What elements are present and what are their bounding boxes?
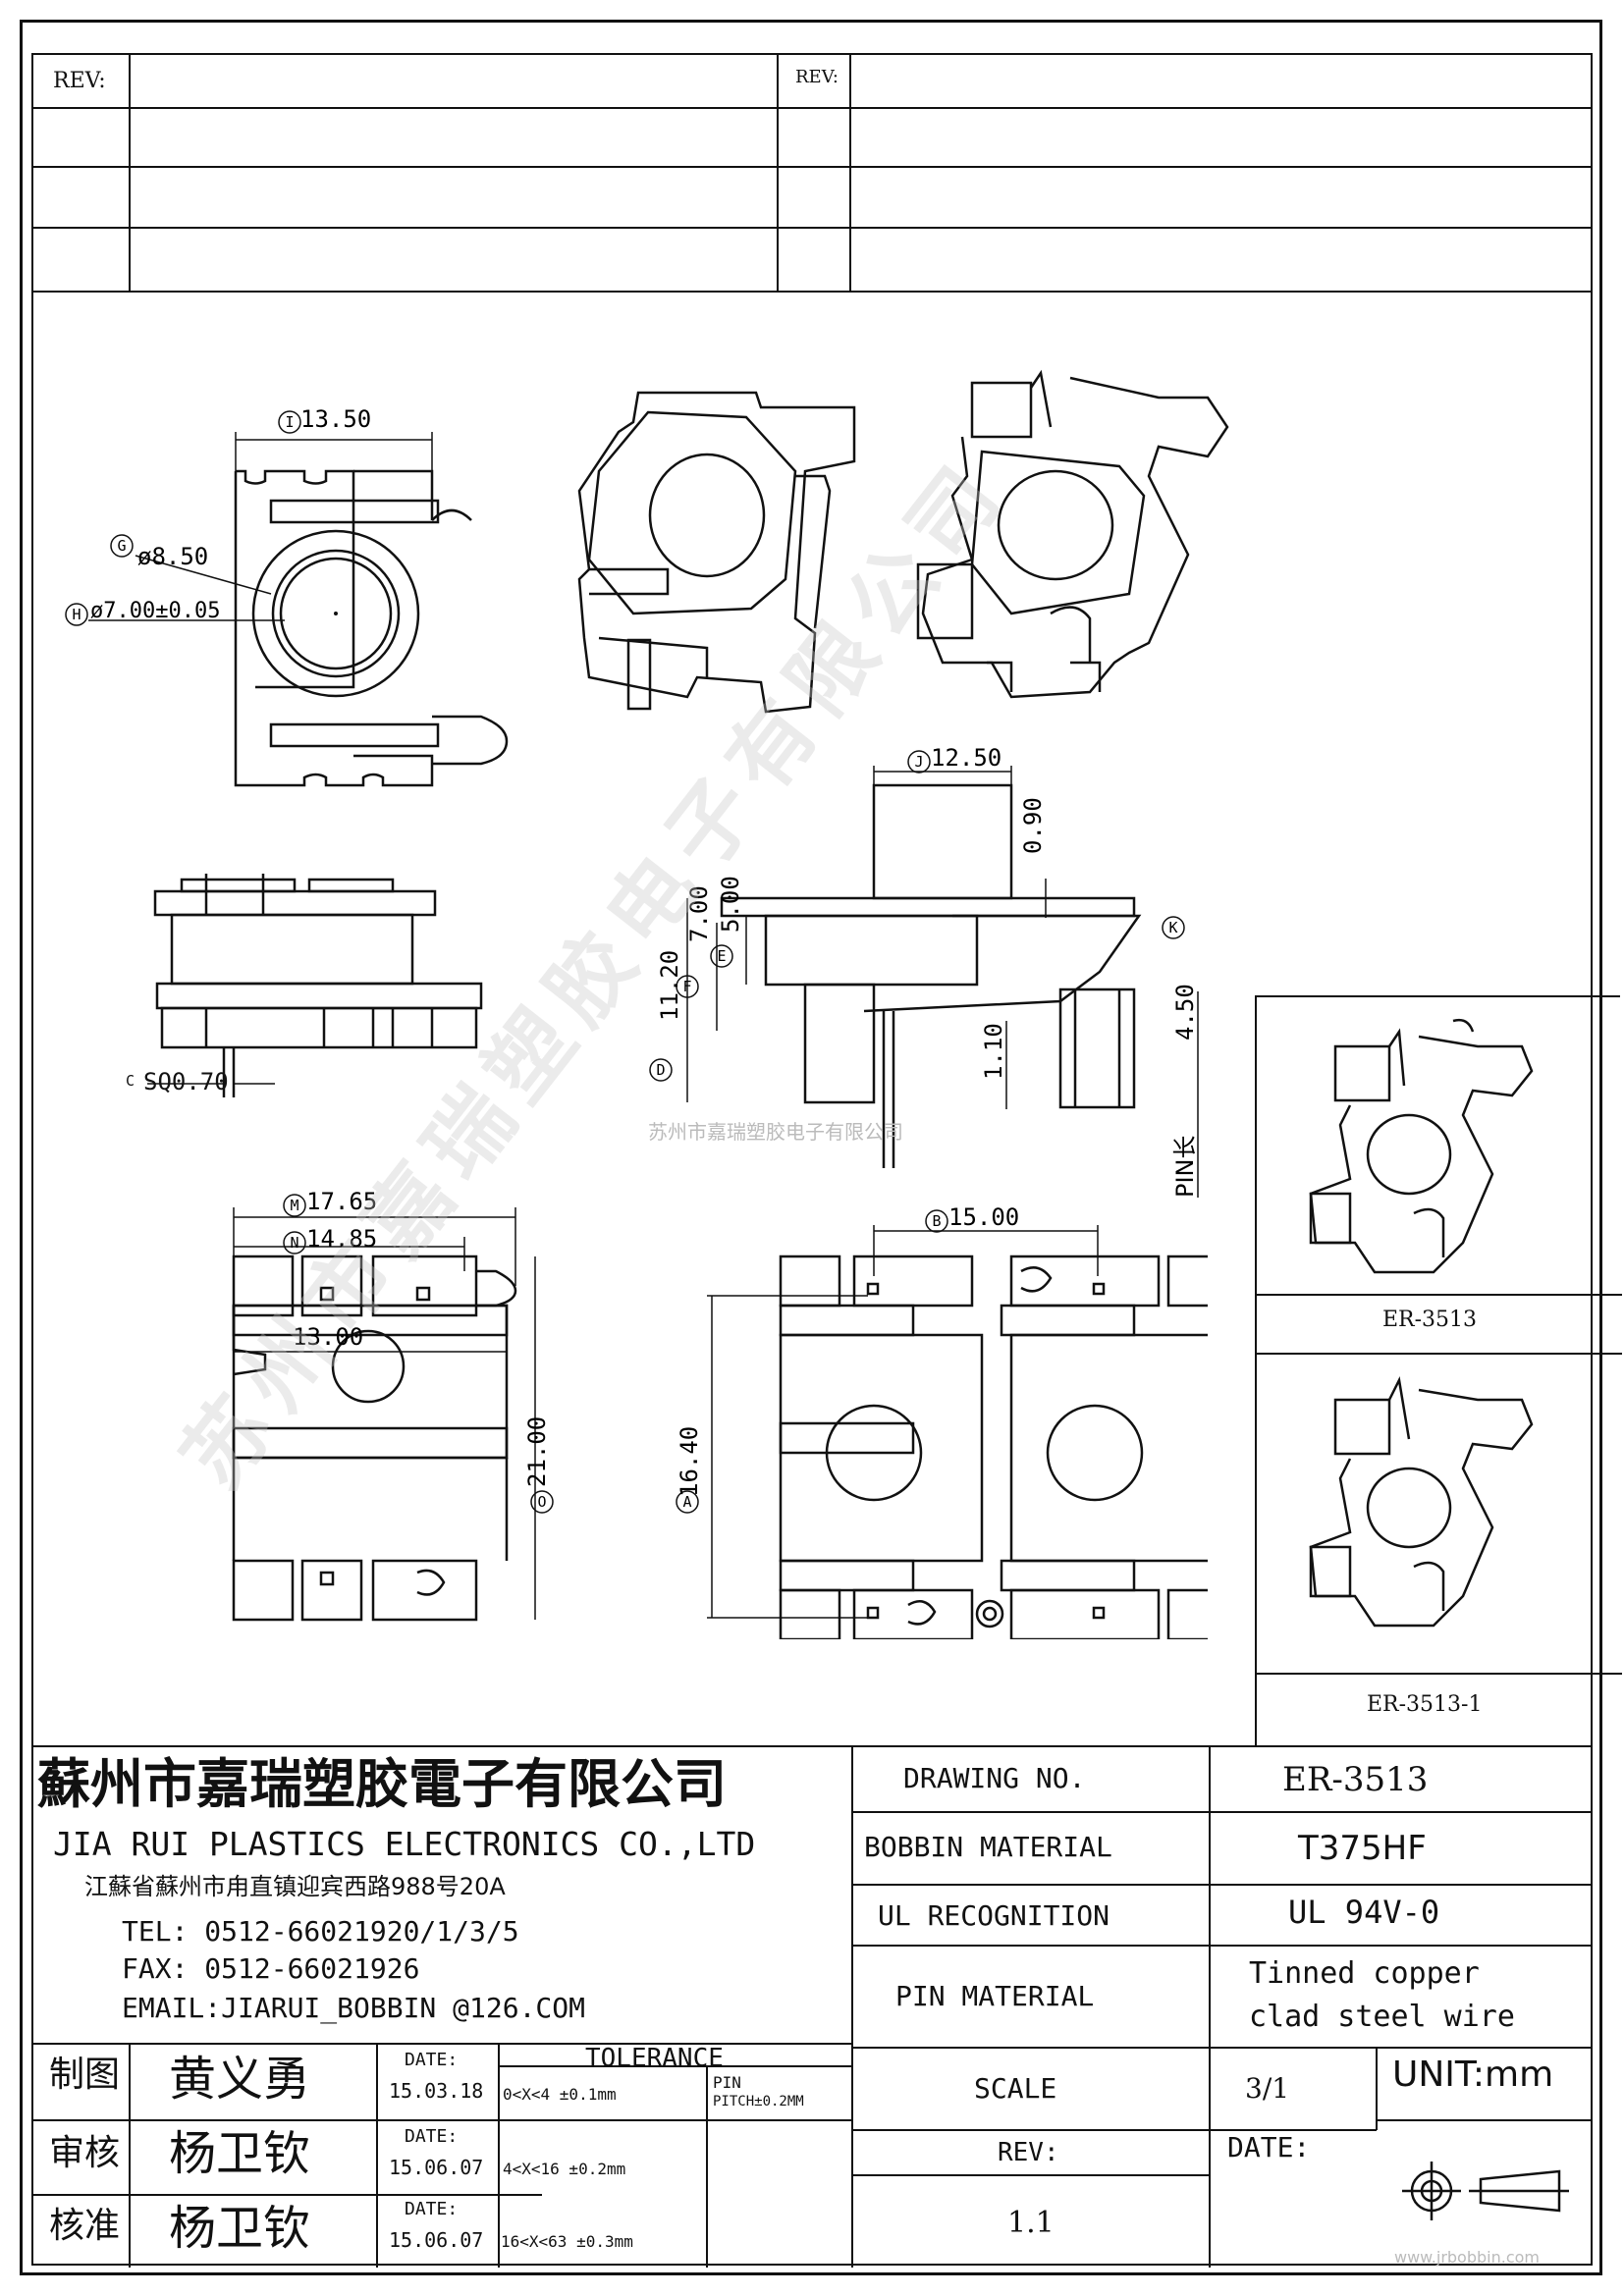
dim-letter-d: D bbox=[656, 1061, 665, 1079]
dim-j-value: 12.50 bbox=[931, 746, 1001, 772]
approval-role-approved: 核准 bbox=[49, 2206, 121, 2246]
ul-recognition-value: UL 94V-0 bbox=[1288, 1894, 1440, 1931]
bobbin-material-value: T375HF bbox=[1298, 1829, 1427, 1868]
variant-er3513-drawing bbox=[1309, 1018, 1534, 1274]
company-email: EMAIL:JIARUI_BOBBIN @126.COM bbox=[122, 1992, 586, 2024]
drawing-outer-border bbox=[20, 20, 1602, 2275]
company-name-en: JIA RUI PLASTICS ELECTRONICS CO.,LTD bbox=[53, 1825, 756, 1863]
approval-name-drawn: 黄义勇 bbox=[169, 2052, 311, 2107]
variant-er3513-1-drawing bbox=[1309, 1376, 1534, 1628]
center-watermark: 苏州市嘉瑞塑胶电子有限公司 bbox=[648, 1120, 903, 1144]
drawing-no-label: DRAWING NO. bbox=[903, 1762, 1086, 1794]
company-address: 江蘇省蘇州市甪直镇迎宾西路988号20A bbox=[84, 1873, 506, 1900]
dim-letter-k: K bbox=[1168, 919, 1177, 936]
dim-m-value: 17.65 bbox=[306, 1188, 377, 1215]
projection-symbol-icon bbox=[1402, 2162, 1569, 2220]
dim-letter-j: J bbox=[914, 753, 923, 771]
dim-letter-a: A bbox=[682, 1493, 691, 1511]
variant-divider-3 bbox=[1257, 1673, 1622, 1675]
unit-label: UNIT:mm bbox=[1392, 2055, 1554, 2095]
rev-label-left: REV: bbox=[53, 69, 106, 93]
date-label: DATE: bbox=[1227, 2131, 1311, 2163]
dim-o-value: 21.00 bbox=[523, 1416, 551, 1487]
title-block: 蘇州市嘉瑞塑胶電子有限公司 JIA RUI PLASTICS ELECTRONI… bbox=[31, 1745, 1593, 2268]
tolerance-row-3: 16<X<63 ±0.3mm bbox=[501, 2232, 633, 2251]
tolerance-pin-label: PIN bbox=[713, 2073, 741, 2092]
drawing-inner-border bbox=[31, 53, 1593, 2266]
approval-date-label-reviewed: DATE: bbox=[405, 2126, 459, 2147]
dim-letter-c: C bbox=[126, 1072, 135, 1090]
dim-letter-h: H bbox=[72, 606, 81, 623]
dim-d-value: 11.20 bbox=[656, 950, 683, 1021]
dim-f-value: 7.00 bbox=[685, 885, 713, 942]
side-view-drawing bbox=[147, 874, 483, 1097]
approval-role-drawn: 制图 bbox=[49, 2055, 121, 2095]
approval-name-approved: 杨卫钦 bbox=[169, 2201, 311, 2256]
bottom-view-double-drawing: B 15.00 A 16.40 bbox=[676, 1207, 1208, 1639]
tolerance-row-2: 4<X<16 ±0.2mm bbox=[503, 2160, 626, 2178]
company-tel: TEL: 0512-66021920/1/3/5 bbox=[122, 1915, 519, 1948]
dim-b-value: 15.00 bbox=[948, 1207, 1019, 1231]
revision-grid bbox=[31, 53, 1593, 293]
dim-k-value: 4.50 bbox=[1171, 984, 1199, 1041]
scale-label: SCALE bbox=[974, 2072, 1057, 2105]
dim-letter-n: N bbox=[290, 1234, 298, 1252]
dim-letter-e: E bbox=[717, 947, 726, 965]
approval-name-reviewed: 杨卫钦 bbox=[169, 2126, 311, 2181]
bobbin-material-label: BOBBIN MATERIAL bbox=[864, 1831, 1112, 1863]
pin-length-label: PIN长 bbox=[1171, 1135, 1199, 1198]
variant-divider-2 bbox=[1257, 1353, 1622, 1355]
rev-label-right: REV: bbox=[795, 67, 839, 87]
dim-n-value: 14.85 bbox=[306, 1225, 377, 1253]
dim-letter-o: O bbox=[537, 1493, 546, 1511]
company-fax: FAX: 0512-66021926 bbox=[122, 1952, 420, 1985]
variant-label-1: ER-3513 bbox=[1382, 1308, 1478, 1332]
isometric-view-rear bbox=[916, 369, 1229, 699]
dim-letter-i: I bbox=[285, 413, 294, 431]
dim-letter-g: G bbox=[117, 537, 126, 555]
dim-top-pin-value: 0.90 bbox=[1019, 797, 1047, 854]
approval-date-approved: 15.06.07 bbox=[389, 2228, 484, 2252]
dim-i-value: 13.50 bbox=[300, 405, 371, 433]
approval-date-reviewed: 15.06.07 bbox=[389, 2156, 484, 2179]
variant-panel: ER-3513 ER-3513-1 bbox=[1255, 995, 1622, 1747]
dim-letter-m: M bbox=[290, 1197, 298, 1214]
approval-date-drawn: 15.03.18 bbox=[389, 2079, 484, 2103]
dim-pin-offset-value: 1.10 bbox=[980, 1023, 1007, 1080]
approval-role-reviewed: 审核 bbox=[49, 2133, 121, 2173]
dim-h-value: ø7.00±0.05 bbox=[90, 599, 220, 623]
pin-material-label: PIN MATERIAL bbox=[895, 1980, 1095, 2012]
rev-label: REV: bbox=[998, 2138, 1059, 2167]
dim-g-value: ø8.50 bbox=[137, 543, 208, 570]
pin-material-line1: Tinned copper bbox=[1249, 1956, 1480, 1991]
dim-width-inner-value: 13.00 bbox=[293, 1323, 363, 1351]
ul-recognition-label: UL RECOGNITION bbox=[878, 1899, 1110, 1932]
approval-date-label-drawn: DATE: bbox=[405, 2050, 459, 2070]
dim-a-value: 16.40 bbox=[676, 1426, 703, 1497]
revision-block: REV: REV: bbox=[31, 53, 1593, 293]
corner-watermark: www.jrbobbin.com bbox=[1394, 2248, 1540, 2267]
pin-material-line2: clad steel wire bbox=[1249, 2000, 1515, 2034]
variant-divider-1 bbox=[1257, 1294, 1622, 1296]
tolerance-title: TOLERANCE bbox=[585, 2044, 724, 2073]
section-view-drawing: J 12.50 D F E K 11.20 7.00 5.00 0.90 1.1… bbox=[649, 746, 1199, 1198]
dim-e-value: 5.00 bbox=[717, 876, 744, 933]
isometric-view-front bbox=[577, 391, 856, 714]
tolerance-pin-value: PITCH±0.2MM bbox=[713, 2094, 804, 2109]
variant-label-2: ER-3513-1 bbox=[1367, 1692, 1483, 1717]
company-name-cn: 蘇州市嘉瑞塑胶電子有限公司 bbox=[37, 1752, 727, 1815]
title-block-grid bbox=[31, 1747, 1593, 2268]
scale-value: 3/1 bbox=[1245, 2072, 1290, 2105]
approval-date-label-approved: DATE: bbox=[405, 2199, 459, 2219]
bottom-view-drawing: M 17.65 N 14.85 13.00 O 21.00 bbox=[232, 1188, 554, 1622]
dim-letter-b: B bbox=[932, 1212, 941, 1230]
drawing-no-value: ER-3513 bbox=[1282, 1760, 1429, 1799]
tolerance-row-1: 0<X<4 ±0.1mm bbox=[503, 2085, 617, 2104]
dim-letter-f: F bbox=[682, 978, 691, 995]
dim-c-value: SQ0.70 bbox=[143, 1068, 229, 1095]
rev-value: 1.1 bbox=[1007, 2206, 1055, 2240]
top-view-drawing: I 13.50 G ø8.50 H ø7.00±0.05 bbox=[65, 405, 509, 787]
